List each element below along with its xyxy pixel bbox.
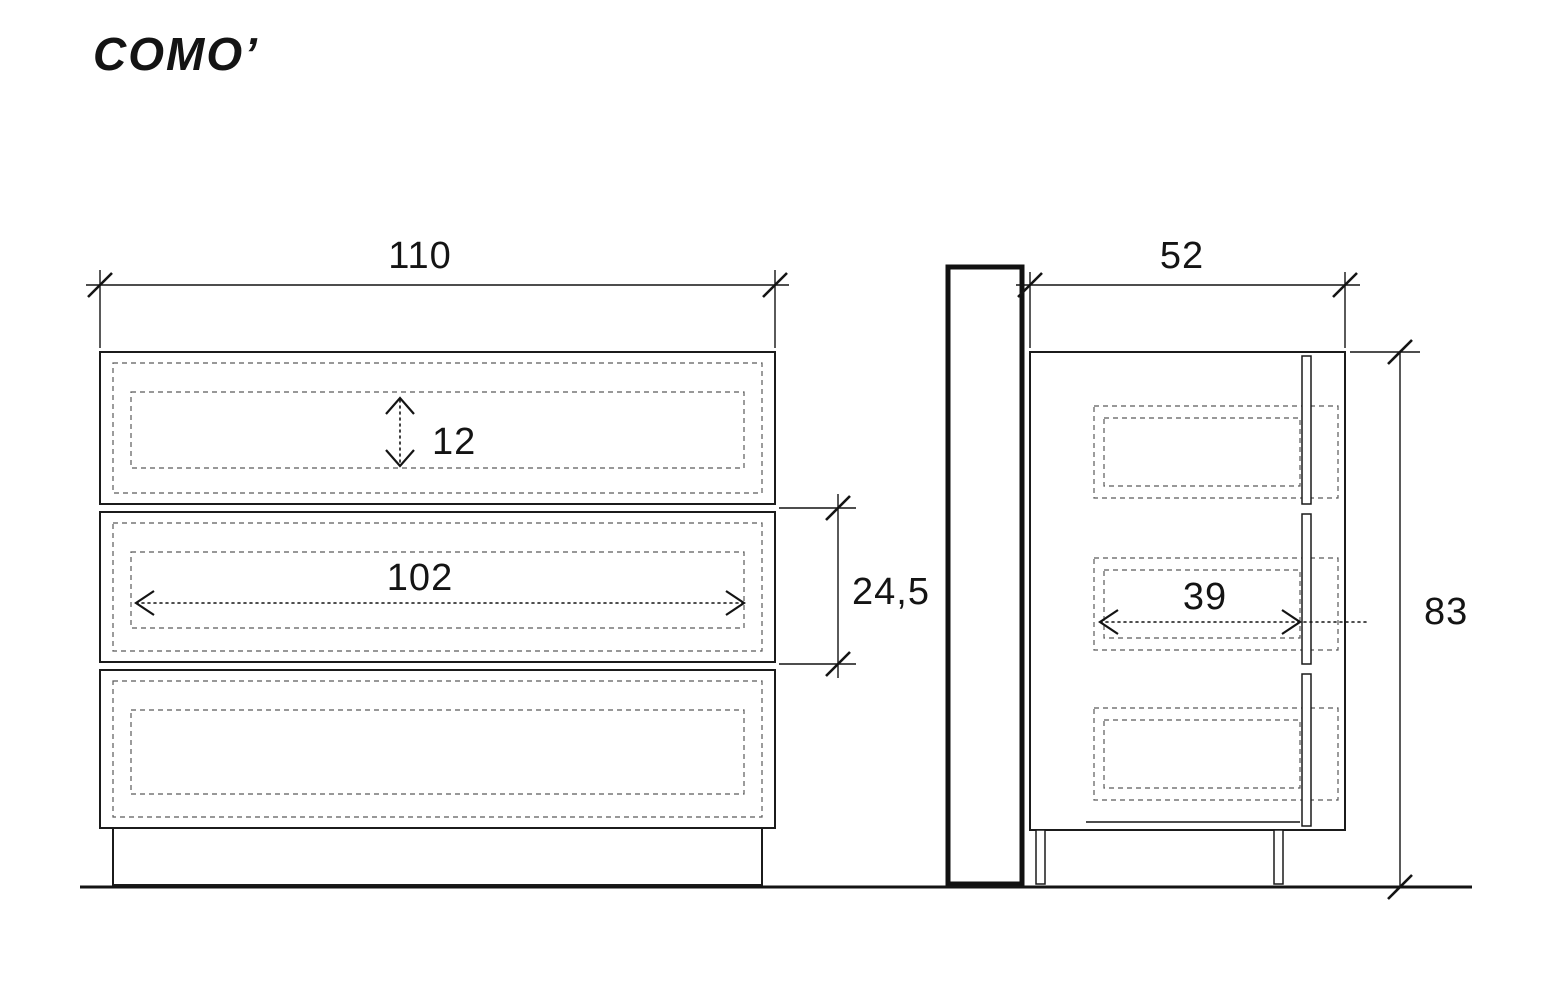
front-drawer-2-panel-dashed [130, 551, 745, 629]
front-view [99, 351, 776, 886]
side-back-panel [945, 264, 1025, 887]
dim-52-tick-right [1332, 272, 1358, 298]
dim-width-110: 110 [86, 235, 789, 348]
side-drawer-1-inner-dashed [1103, 417, 1301, 487]
dim-102-arrow-right [725, 590, 746, 616]
front-drawer-3-panel-dashed [130, 709, 745, 795]
front-drawer-3-outer-dashed [112, 680, 763, 818]
dim-height-label: 83 [1424, 591, 1468, 633]
dim-245-tick-top [825, 495, 851, 521]
dim-39-arrow-left [1098, 609, 1119, 635]
dim-depth-52: 52 [1016, 235, 1360, 348]
dim-height-83: 83 [1350, 339, 1468, 900]
dim-inner-height-label: 12 [432, 421, 476, 463]
front-drawer-1-panel-dashed [130, 391, 745, 469]
dim-102-arrow-left [134, 590, 155, 616]
dim-inner-depth-39: 39 [1098, 576, 1369, 635]
dim-83-tick-top [1387, 339, 1413, 365]
side-view [945, 264, 1346, 887]
side-leg-front [1273, 829, 1284, 885]
side-drawer-2-inner-dashed [1103, 569, 1301, 639]
dim-110-tick-right [762, 272, 788, 298]
side-drawer-1-outer-dashed [1093, 405, 1339, 499]
dim-12-arrow-up [385, 396, 415, 415]
dim-12-arrow-down [385, 449, 415, 468]
dim-width-label: 110 [388, 235, 452, 277]
front-drawer-1-outer-dashed [112, 362, 763, 494]
dim-inner-width-label: 102 [387, 557, 453, 599]
dim-245-tick-bottom [825, 651, 851, 677]
side-body [1029, 351, 1346, 831]
dim-depth-label: 52 [1160, 235, 1204, 277]
front-drawer-3 [99, 669, 776, 829]
page-title: COMO’ [93, 28, 259, 80]
dim-drawer-height-label: 24,5 [852, 571, 930, 613]
dim-inner-width-102: 102 [134, 557, 746, 616]
front-drawer-1 [99, 351, 776, 505]
dim-39-arrow-right [1281, 609, 1302, 635]
front-plinth [112, 827, 763, 886]
front-drawer-2 [99, 511, 776, 663]
dim-drawer-height-24-5: 24,5 [779, 494, 930, 678]
side-drawer-3-outer-dashed [1093, 707, 1339, 801]
side-drawer-front-3 [1301, 673, 1312, 827]
dim-inner-depth-label: 39 [1183, 576, 1227, 618]
side-drawer-front-2 [1301, 513, 1312, 665]
side-drawer-2-outer-dashed [1093, 557, 1339, 651]
dim-inner-height-12: 12 [385, 396, 476, 468]
side-drawer-3-inner-dashed [1103, 719, 1301, 789]
side-drawer-front-1 [1301, 355, 1312, 505]
dim-110-tick-left [87, 272, 113, 298]
side-leg-back [1035, 829, 1046, 885]
dim-52-tick-left [1017, 272, 1043, 298]
front-drawer-2-outer-dashed [112, 522, 763, 652]
